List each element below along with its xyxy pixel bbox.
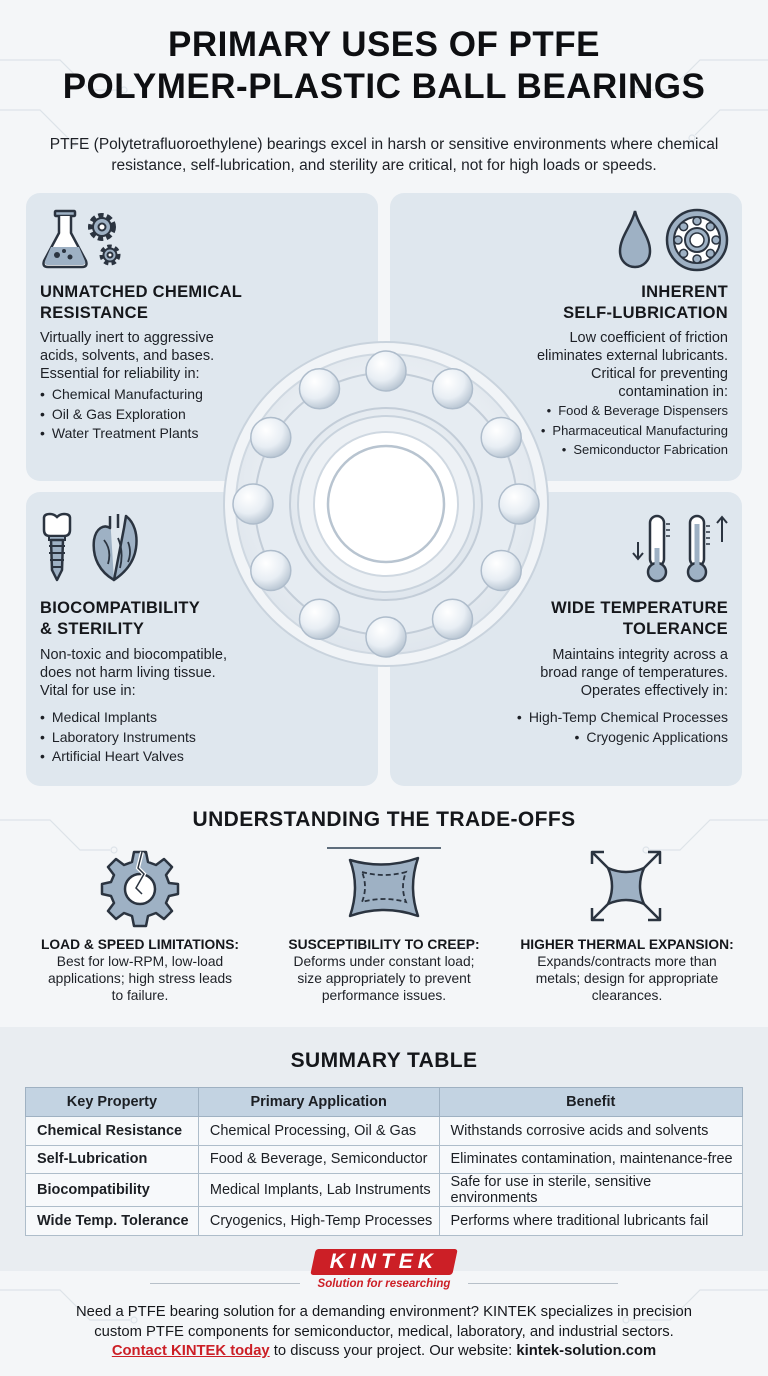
list-item: High-Temp Chemical Processes: [517, 708, 728, 728]
application-list: Food & Beverage Dispensers Pharmaceutica…: [541, 401, 728, 460]
title-underline: [327, 847, 441, 849]
summary-title: SUMMARY TABLE: [290, 1049, 478, 1072]
list-item: Water Treatment Plants: [40, 424, 203, 444]
list-item: Chemical Manufacturing: [40, 385, 203, 405]
bearing-icon: [665, 208, 729, 272]
logo-wordmark: KINTEK: [310, 1249, 458, 1275]
list-item: Laboratory Instruments: [40, 728, 196, 748]
table-cell: Chemical Resistance: [25, 1116, 199, 1146]
deformed-square-icon: [348, 856, 420, 918]
column-header: Benefit: [438, 1087, 743, 1117]
heart-icon: [92, 514, 138, 582]
table-cell: Safe for use in sterile, sensitive envir…: [438, 1173, 743, 1207]
website-link[interactable]: kintek-solution.com: [516, 1343, 657, 1359]
tradeoff-creep: SUSCEPTIBILITY TO CREEP: Deforms under c…: [288, 937, 480, 1003]
table-row: Self-Lubrication Food & Beverage, Semico…: [25, 1144, 743, 1174]
table-cell: Performs where traditional lubricants fa…: [438, 1206, 743, 1236]
panel-title: WIDE TEMPERATURE TOLERANCE: [551, 599, 728, 638]
thermometer-up-icon: [686, 514, 728, 583]
table-cell: Cryogenics, High-Temp Processes: [197, 1206, 440, 1236]
table-cell: Biocompatibility: [25, 1173, 199, 1207]
kintek-logo[interactable]: KINTEK Solution for researching: [303, 1249, 465, 1299]
list-item: Pharmaceutical Manufacturing: [541, 421, 728, 441]
broken-gear-icon: [100, 850, 180, 928]
divider-right: [468, 1283, 618, 1284]
table-cell: Chemical Processing, Oil & Gas: [197, 1116, 440, 1146]
list-item: Food & Beverage Dispensers: [541, 401, 728, 421]
tradeoff-load-speed: LOAD & SPEED LIMITATIONS: Best for low-R…: [40, 937, 239, 1003]
table-row: Chemical Resistance Chemical Processing,…: [25, 1116, 743, 1146]
panel-title: BIOCOMPATIBILITY & STERILITY: [40, 599, 201, 638]
gears-icon: [88, 213, 121, 266]
application-list: Medical Implants Laboratory Instruments …: [40, 708, 196, 767]
application-list: Chemical Manufacturing Oil & Gas Explora…: [40, 385, 203, 444]
table-cell: Eliminates contamination, maintenance-fr…: [438, 1144, 743, 1174]
intro-text: PTFE (Polytetrafluoroethylene) bearings …: [49, 136, 719, 174]
list-item: Cryogenic Applications: [517, 728, 728, 748]
footer-text: Need a PTFE bearing solution for a deman…: [75, 1304, 693, 1359]
divider-left: [150, 1283, 300, 1284]
table-cell: Withstands corrosive acids and solvents: [438, 1116, 743, 1146]
list-item: Semiconductor Fabrication: [541, 440, 728, 460]
dental-implant-icon: [42, 512, 72, 582]
thermometer-down-icon: [632, 514, 670, 583]
panel-title: UNMATCHED CHEMICAL RESISTANCE: [40, 283, 243, 322]
tradeoffs-title: UNDERSTANDING THE TRADE-OFFS: [192, 808, 576, 831]
table-row: Wide Temp. Tolerance Cryogenics, High-Te…: [25, 1206, 743, 1236]
logo-tagline: Solution for researching: [317, 1278, 451, 1290]
panel-description: Non-toxic and biocompatible, does not ha…: [40, 647, 227, 699]
panel-title: INHERENT SELF-LUBRICATION: [563, 283, 728, 322]
column-header: Key Property: [25, 1087, 199, 1117]
contact-link[interactable]: Contact KINTEK today: [111, 1343, 270, 1359]
table-cell: Food & Beverage, Semiconductor: [197, 1144, 440, 1174]
expand-arrows-icon: [590, 850, 662, 922]
table-cell: Medical Implants, Lab Instruments: [197, 1173, 440, 1207]
column-header: Primary Application: [197, 1087, 440, 1117]
flask-icon: [42, 209, 88, 269]
summary-table: Key Property Primary Application Benefit…: [25, 1087, 743, 1236]
table-header-row: Key Property Primary Application Benefit: [25, 1087, 743, 1117]
panel-description: Low coefficient of friction eliminates e…: [536, 330, 728, 400]
page-title: PRIMARY USES OF PTFE POLYMER-PLASTIC BAL…: [62, 25, 706, 106]
list-item: Oil & Gas Exploration: [40, 405, 203, 425]
list-item: Medical Implants: [40, 708, 196, 728]
panel-description: Virtually inert to aggressive acids, sol…: [40, 330, 215, 382]
bearing-balls: [232, 350, 540, 658]
ptfe-bearing-illustration: [223, 341, 549, 667]
droplet-icon: [618, 210, 652, 269]
application-list: High-Temp Chemical Processes Cryogenic A…: [517, 708, 728, 747]
table-row: Biocompatibility Medical Implants, Lab I…: [25, 1173, 743, 1207]
table-cell: Self-Lubrication: [25, 1144, 199, 1174]
tradeoff-thermal-expansion: HIGHER THERMAL EXPANSION: Expands/contra…: [520, 937, 734, 1003]
list-item: Artificial Heart Valves: [40, 747, 196, 767]
table-cell: Wide Temp. Tolerance: [25, 1206, 199, 1236]
panel-description: Maintains integrity across a broad range…: [540, 647, 728, 699]
